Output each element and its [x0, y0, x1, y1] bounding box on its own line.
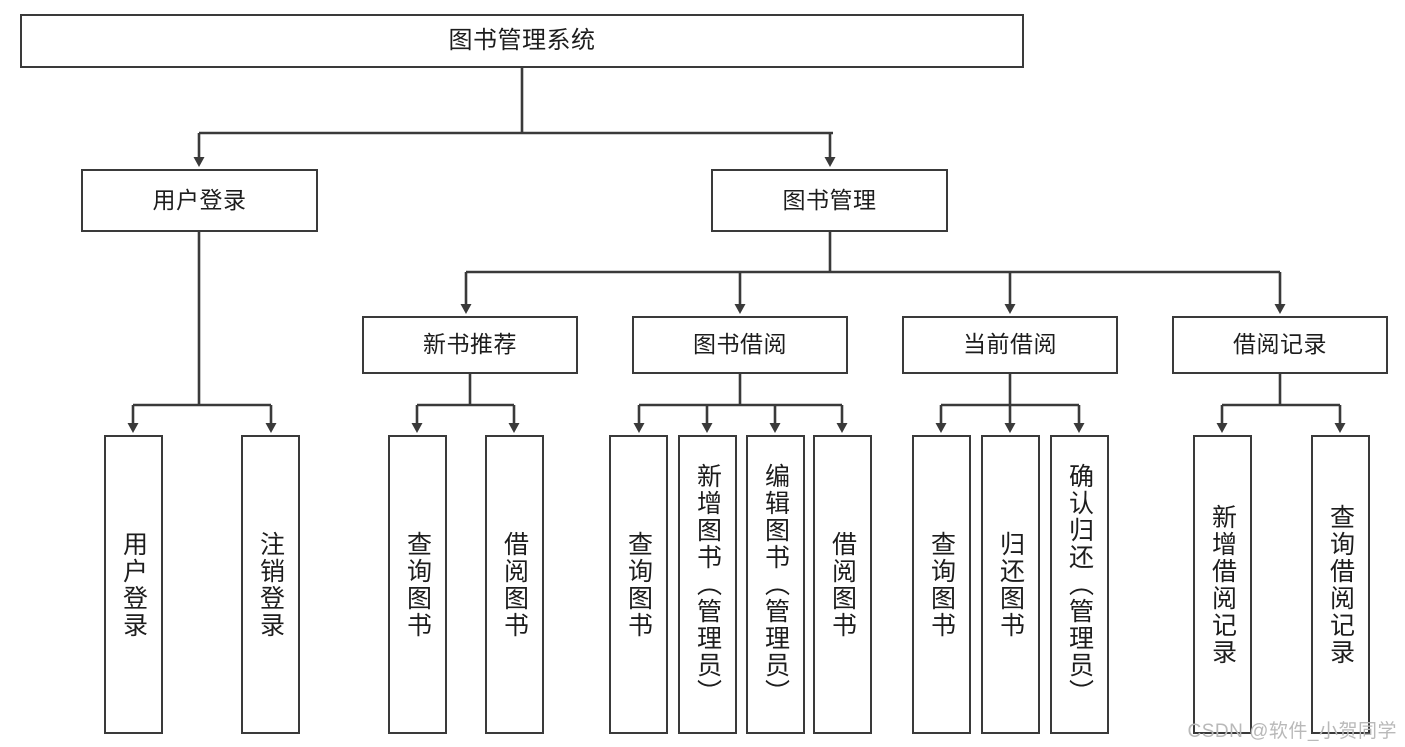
node-label: 查询图书 [927, 530, 956, 639]
leaf-borrow-query-book[interactable]: 查询图书 [609, 435, 668, 734]
node-label: 查询图书 [403, 530, 432, 639]
node-label: 用户登录 [119, 530, 148, 639]
node-borrow-record[interactable]: 借阅记录 [1172, 316, 1388, 374]
leaf-record-add[interactable]: 新增借阅记录 [1193, 435, 1252, 734]
node-label: 注销登录 [256, 530, 285, 639]
node-user-login[interactable]: 用户登录 [81, 169, 318, 232]
node-label: 图书借阅 [693, 331, 787, 358]
node-new-book-recommend[interactable]: 新书推荐 [362, 316, 578, 374]
watermark: CSDN @软件_小贺同学 [1187, 721, 1397, 742]
leaf-user-login-logout[interactable]: 注销登录 [241, 435, 300, 734]
node-label: 图书管理系统 [448, 26, 596, 54]
leaf-borrow-add-book[interactable]: 新增图书（管理员） [678, 435, 737, 734]
node-label: 新增借阅记录 [1208, 503, 1237, 666]
node-label: 用户登录 [152, 186, 247, 213]
leaf-user-login-login[interactable]: 用户登录 [104, 435, 163, 734]
leaf-borrow-edit-book[interactable]: 编辑图书（管理员） [746, 435, 805, 734]
leaf-current-query-book[interactable]: 查询图书 [912, 435, 971, 734]
node-label: 新书推荐 [423, 331, 517, 358]
node-label: 确认归还（管理员） [1065, 463, 1094, 706]
leaf-new-book-borrow[interactable]: 借阅图书 [485, 435, 544, 734]
node-label: 编辑图书（管理员） [761, 463, 790, 706]
node-label: 图书管理 [782, 186, 877, 213]
leaf-current-confirm-return[interactable]: 确认归还（管理员） [1050, 435, 1109, 734]
node-label: 归还图书 [996, 530, 1025, 639]
node-book-borrow[interactable]: 图书借阅 [632, 316, 848, 374]
node-current-borrow[interactable]: 当前借阅 [902, 316, 1118, 374]
node-label: 当前借阅 [963, 331, 1057, 358]
leaf-borrow-borrow-book[interactable]: 借阅图书 [813, 435, 872, 734]
leaf-new-book-query[interactable]: 查询图书 [388, 435, 447, 734]
node-label: 借阅记录 [1233, 331, 1327, 358]
node-label: 借阅图书 [828, 530, 857, 639]
node-label: 借阅图书 [500, 530, 529, 639]
node-book-management-system[interactable]: 图书管理系统 [20, 14, 1024, 68]
node-book-management[interactable]: 图书管理 [711, 169, 948, 232]
leaf-record-query[interactable]: 查询借阅记录 [1311, 435, 1370, 734]
node-label: 新增图书（管理员） [693, 463, 722, 706]
node-label: 查询图书 [624, 530, 653, 639]
node-label: 查询借阅记录 [1326, 503, 1355, 666]
leaf-current-return-book[interactable]: 归还图书 [981, 435, 1040, 734]
